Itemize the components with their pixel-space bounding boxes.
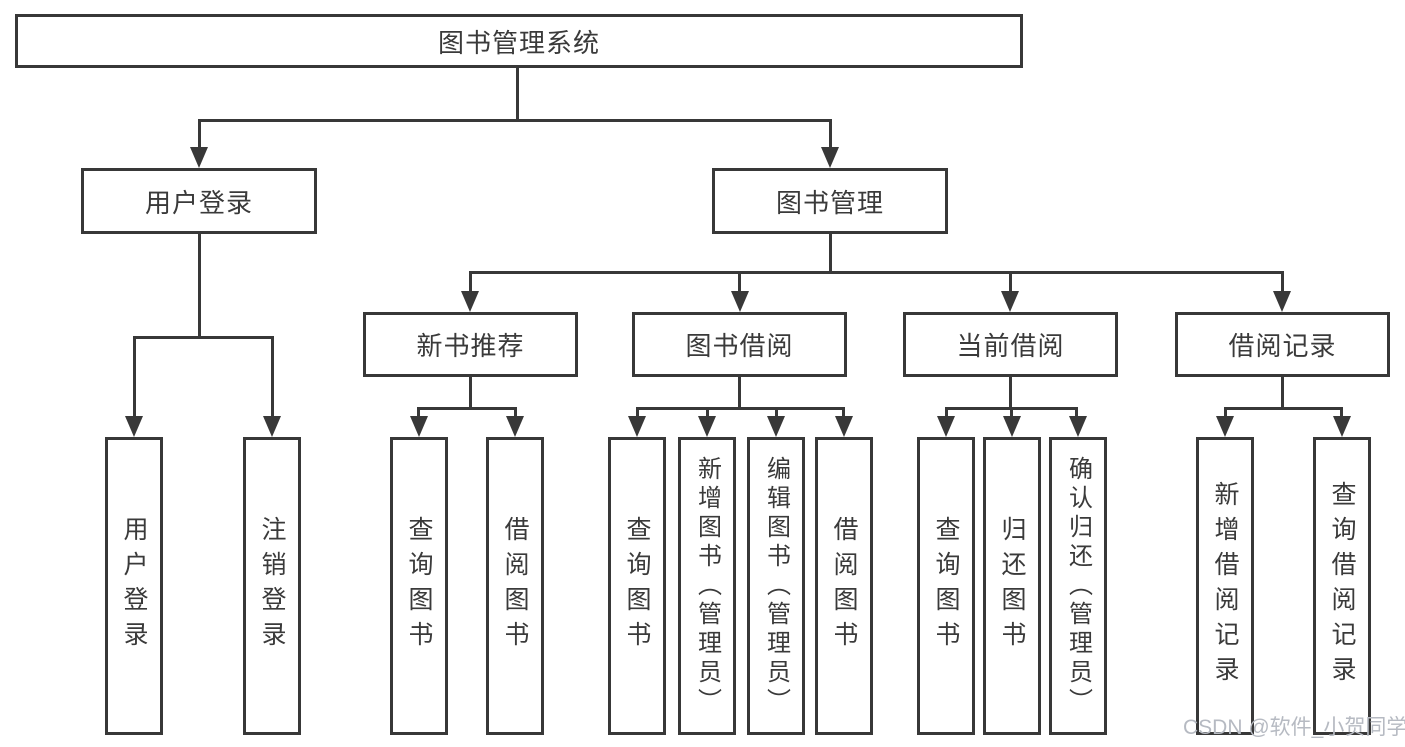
connector-line [775,407,778,416]
connector-line [829,119,832,147]
node-user-login: 用户登录 [81,168,317,234]
leaf-recommend-borrow-books-label: 借阅图书 [501,516,529,656]
arrowhead-icon [835,416,853,437]
connector-line [1075,407,1078,416]
leaf-records-query-borrow-record-label: 查询借阅记录 [1328,481,1356,691]
leaf-borrowing-query-books: 查询图书 [608,437,666,735]
arrowhead-icon [698,416,716,437]
connector-line [469,271,472,291]
connector-line [271,336,274,416]
node-user-login-label: 用户登录 [144,187,253,218]
leaf-records-query-borrow-record: 查询借阅记录 [1313,437,1371,735]
node-book-management: 图书管理 [712,168,948,234]
arrowhead-icon [125,416,143,437]
arrowhead-icon [821,147,839,168]
leaf-recommend-query-books-label: 查询图书 [405,516,433,656]
leaf-records-add-borrow-record-label: 新增借阅记录 [1211,481,1239,691]
leaf-borrowing-edit-books-admin: 编辑图书（管理员） [747,437,805,735]
arrowhead-icon [190,147,208,168]
connector-line [842,407,845,416]
connector-line [706,407,709,416]
leaf-current-return-books: 归还图书 [983,437,1041,735]
arrowhead-icon [1001,291,1019,312]
node-current-borrowing: 当前借阅 [903,312,1118,377]
leaf-records-add-borrow-record: 新增借阅记录 [1196,437,1254,735]
connector-level3-splitter [469,271,1284,274]
node-book-management-label: 图书管理 [775,187,884,218]
connector-line [514,407,517,416]
leaf-current-query-books-label: 查询图书 [932,516,960,656]
node-new-book-recommend: 新书推荐 [363,312,578,377]
connector-splitter [1224,407,1343,410]
leaf-current-confirm-return-admin: 确认归还（管理员） [1049,437,1107,735]
node-current-borrowing-label: 当前借阅 [956,331,1065,361]
connector-user-login-splitter [133,336,273,339]
arrowhead-icon [263,416,281,437]
leaf-borrowing-add-books-admin-label: 新增图书（管理员） [693,455,721,717]
connector-line [945,407,948,416]
node-root-label: 图书管理系统 [437,27,600,58]
arrowhead-icon [937,416,955,437]
csdn-watermark: CSDN @软件_小贺同学 [1183,716,1405,739]
leaf-borrowing-borrow-books: 借阅图书 [815,437,873,735]
connector-line [133,336,136,416]
connector-stem [469,377,472,407]
arrowhead-icon [1216,416,1234,437]
leaf-borrowing-query-books-label: 查询图书 [623,516,651,656]
leaf-recommend-borrow-books: 借阅图书 [486,437,544,735]
leaf-user-login-label: 用户登录 [120,516,148,656]
leaf-borrowing-edit-books-admin-label: 编辑图书（管理员） [762,455,790,717]
node-book-borrowing: 图书借阅 [632,312,847,377]
connector-line [1009,271,1012,291]
arrowhead-icon [1333,416,1351,437]
arrowhead-icon [1069,416,1087,437]
connector-stem [1009,377,1012,407]
connector-book-management-stem [829,234,832,271]
arrowhead-icon [1003,416,1021,437]
arrowhead-icon [506,416,524,437]
connector-splitter [636,407,845,410]
connector-line [417,407,420,416]
arrowhead-icon [731,291,749,312]
connector-line [738,271,741,291]
arrowhead-icon [628,416,646,437]
connector-root-stem [516,68,519,119]
leaf-user-login: 用户登录 [105,437,163,735]
node-borrowing-records: 借阅记录 [1175,312,1390,377]
arrowhead-icon [1273,291,1291,312]
arrowhead-icon [410,416,428,437]
leaf-current-confirm-return-admin-label: 确认归还（管理员） [1064,455,1092,717]
node-root: 图书管理系统 [15,14,1023,68]
leaf-current-query-books: 查询图书 [917,437,975,735]
leaf-recommend-query-books: 查询图书 [390,437,448,735]
leaf-logout-label: 注销登录 [258,516,286,656]
connector-line [1281,271,1284,291]
node-borrowing-records-label: 借阅记录 [1228,331,1337,361]
connector-user-login-stem [198,234,201,336]
connector-stem [1281,377,1284,407]
connector-level2-splitter [198,119,832,122]
arrowhead-icon [461,291,479,312]
connector-line [1340,407,1343,416]
connector-line [636,407,639,416]
leaf-current-return-books-label: 归还图书 [998,516,1026,656]
arrowhead-icon [767,416,785,437]
connector-line [198,119,201,147]
connector-stem [738,377,741,407]
connector-line [1010,407,1013,416]
connector-splitter [418,407,516,410]
leaf-borrowing-add-books-admin: 新增图书（管理员） [678,437,736,735]
node-new-book-recommend-label: 新书推荐 [416,331,525,361]
connector-line [1224,407,1227,416]
leaf-logout: 注销登录 [243,437,301,735]
node-book-borrowing-label: 图书借阅 [685,331,794,361]
leaf-borrowing-borrow-books-label: 借阅图书 [830,516,858,656]
